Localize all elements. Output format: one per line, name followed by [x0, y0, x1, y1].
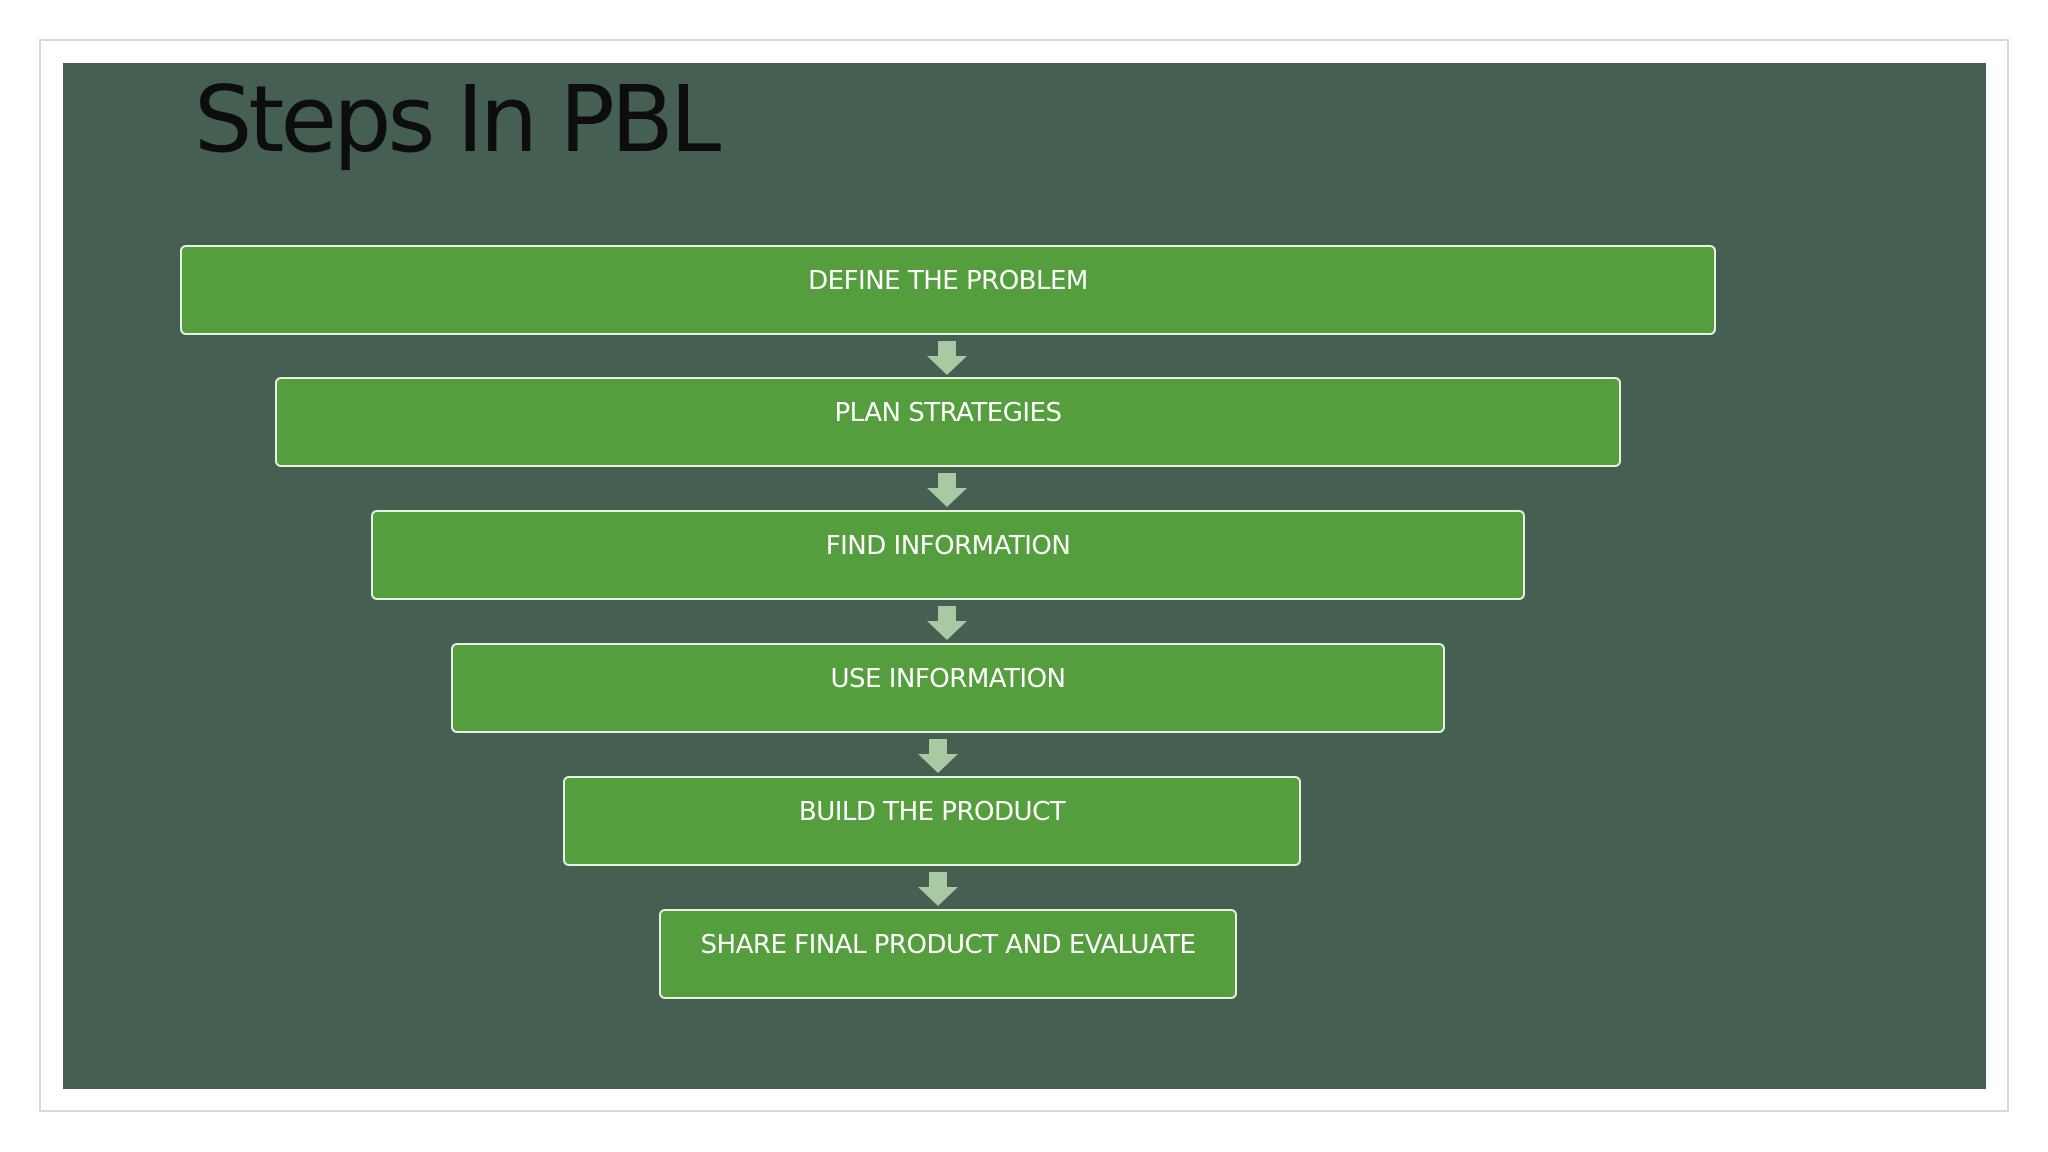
down-arrow-icon [918, 872, 958, 906]
step-plan-strategies: PLAN STRATEGIES [275, 377, 1621, 467]
step-share-final-product-and-evaluate: SHARE FINAL PRODUCT AND EVALUATE [659, 909, 1237, 999]
down-arrow-icon [927, 606, 967, 640]
down-arrow-icon [918, 739, 958, 773]
slide: Steps In PBL DEFINE THE PROBLEM PLAN STR… [63, 63, 1986, 1089]
step-use-information: USE INFORMATION [451, 643, 1445, 733]
slide-title: Steps In PBL [194, 66, 721, 173]
step-build-the-product: BUILD THE PRODUCT [563, 776, 1301, 866]
step-define-the-problem: DEFINE THE PROBLEM [180, 245, 1716, 335]
down-arrow-icon [927, 341, 967, 375]
down-arrow-icon [927, 473, 967, 507]
step-find-information: FIND INFORMATION [371, 510, 1525, 600]
